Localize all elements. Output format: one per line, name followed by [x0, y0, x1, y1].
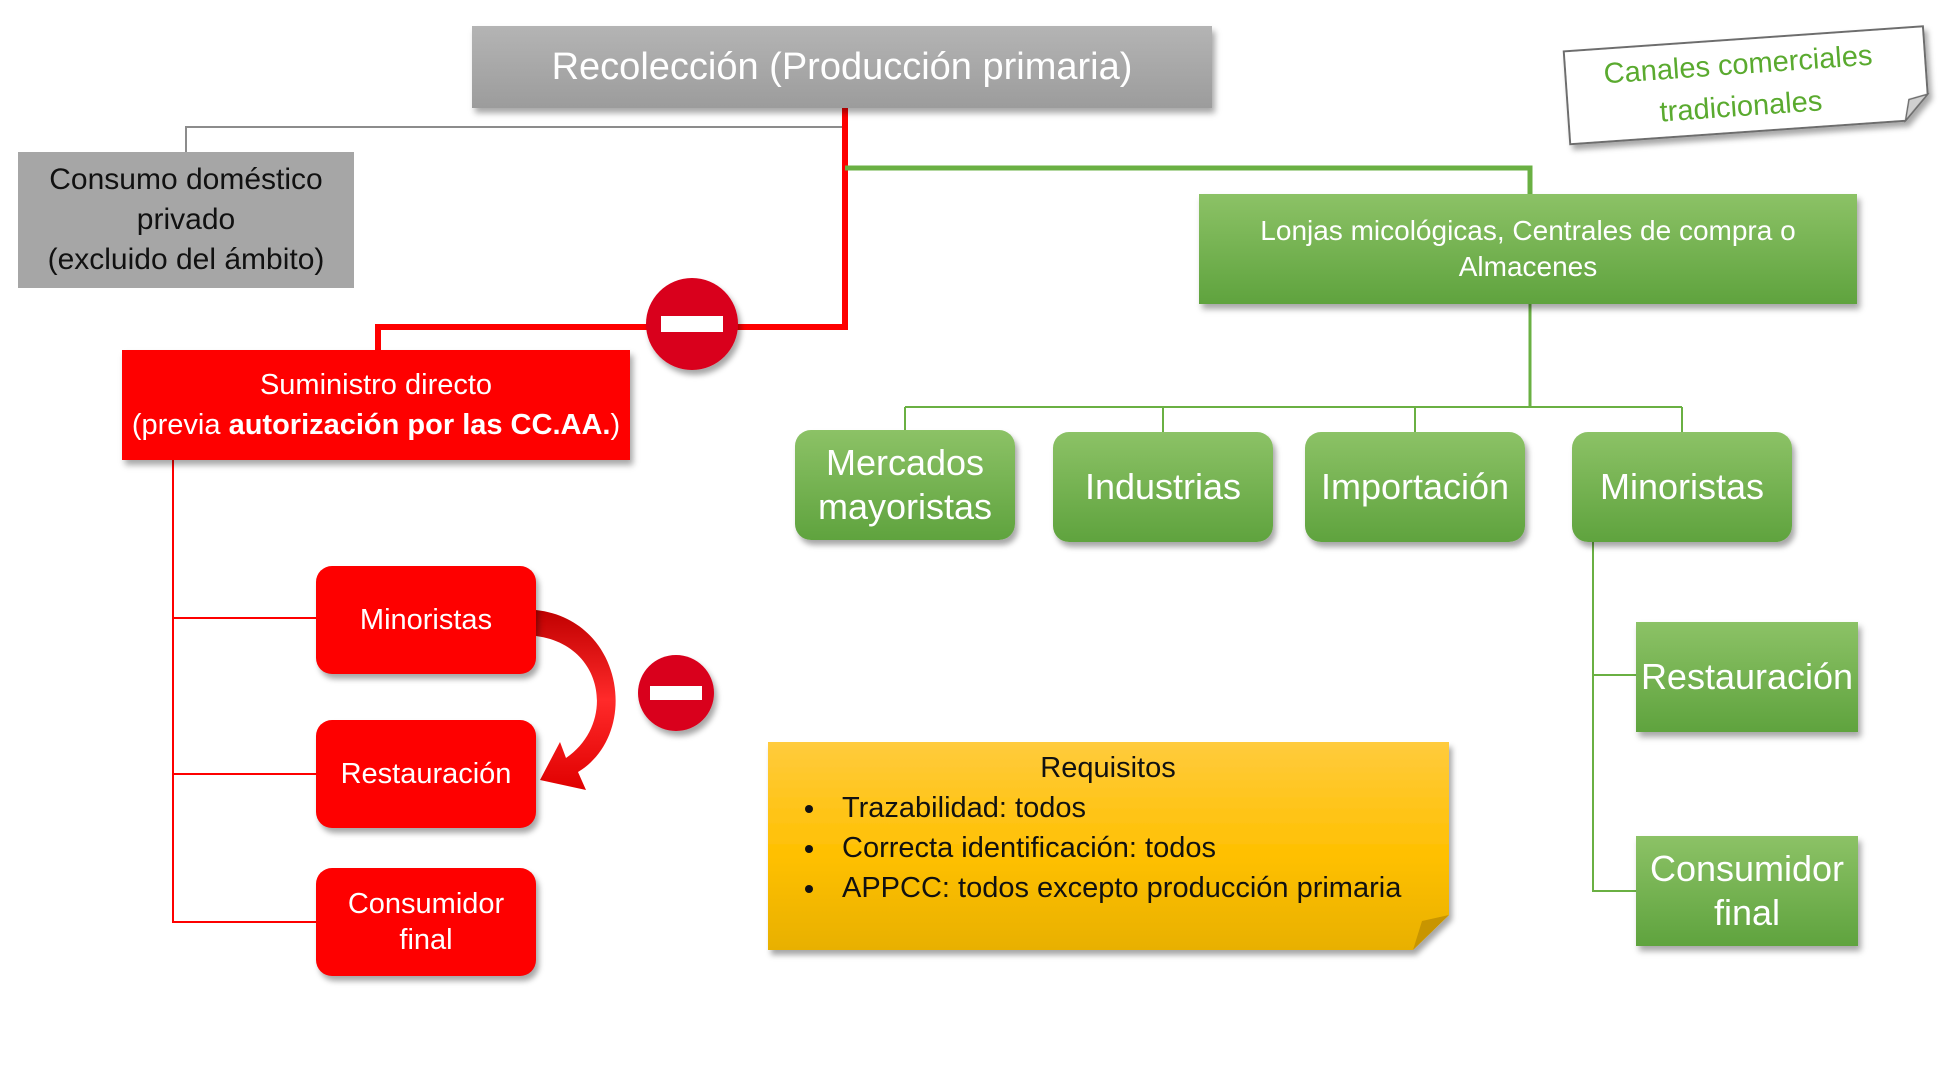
connector-domestic: [185, 108, 846, 152]
lonjas-line1: Lonjas micológicas, Centrales de compra …: [1260, 215, 1796, 246]
retail-child-consumidor: Consumidor final: [1636, 836, 1858, 946]
green-child-label: Industrias: [1084, 466, 1242, 507]
green-child-label-line2: mayoristas: [817, 486, 993, 527]
requirements-title: Requisitos: [1040, 752, 1176, 784]
curved-arrow-icon: [536, 610, 616, 790]
red-child-restauracion: Restauración: [316, 720, 536, 828]
primary-production-label: Recolección (Producción primaria): [551, 45, 1133, 88]
no-entry-icon: [638, 655, 714, 731]
connector-red-trunk: [172, 460, 316, 923]
direct-line2-suffix: ): [610, 409, 621, 441]
no-entry-icon: [646, 278, 738, 370]
requirement-item: Correcta identificación: todos: [828, 828, 1448, 868]
domestic-line2: privado: [136, 203, 236, 236]
green-child-label: Minoristas: [1599, 466, 1765, 507]
folded-note-icon: [1562, 25, 1930, 146]
domestic-line3: (excluido del ámbito): [47, 243, 325, 276]
green-child-mercados: Mercados mayoristas: [795, 430, 1015, 540]
folded-note-icon: [768, 742, 1449, 950]
direct-line2: (previa autorización por las CC.AA.): [132, 405, 620, 445]
lonjas-box: Lonjas micológicas, Centrales de compra …: [1199, 194, 1857, 304]
green-child-label: Importación: [1320, 466, 1510, 507]
domestic-line1: Consumo doméstico: [49, 163, 323, 196]
red-child-label-line2: final: [399, 924, 453, 956]
retail-child-label: Restauración: [1640, 656, 1854, 697]
direct-line2-bold: autorización por las CC.AA.: [228, 409, 611, 441]
primary-production-box: Recolección (Producción primaria): [472, 26, 1212, 108]
red-child-label-line1: Consumidor: [347, 888, 505, 920]
requirements-list: Trazabilidad: todos Correcta identificac…: [768, 788, 1448, 908]
green-child-importacion: Importación: [1305, 432, 1525, 542]
direct-line1: Suministro directo: [259, 369, 493, 401]
green-child-minoristas: Minoristas: [1572, 432, 1792, 542]
requirement-item: Trazabilidad: todos: [828, 788, 1448, 828]
direct-line2-prefix: (previa: [131, 409, 229, 441]
retail-child-label-line1: Consumidor: [1649, 848, 1845, 889]
connector-lonjas: [845, 165, 1533, 194]
red-child-minoristas: Minoristas: [316, 566, 536, 674]
green-child-industrias: Industrias: [1053, 432, 1273, 542]
requirements-box: Requisitos Trazabilidad: todos Correcta …: [768, 748, 1448, 948]
lonjas-line2: Almacenes: [1458, 251, 1598, 282]
green-child-label-line1: Mercados: [825, 442, 985, 483]
red-child-consumidor: Consumidor final: [316, 868, 536, 976]
retail-child-label-line2: final: [1713, 892, 1781, 933]
red-child-label: Restauración: [340, 758, 512, 790]
domestic-consumption-box: Consumo doméstico privado (excluido del …: [18, 152, 354, 288]
retail-child-restauracion: Restauración: [1636, 622, 1858, 732]
red-child-label: Minoristas: [359, 604, 493, 636]
direct-supply-box: Suministro directo (previa autorización …: [122, 350, 630, 460]
connector-direct: [375, 108, 848, 350]
requirement-item: APPCC: todos excepto producción primaria: [828, 868, 1448, 908]
connector-retail-trunk: [1592, 542, 1636, 892]
